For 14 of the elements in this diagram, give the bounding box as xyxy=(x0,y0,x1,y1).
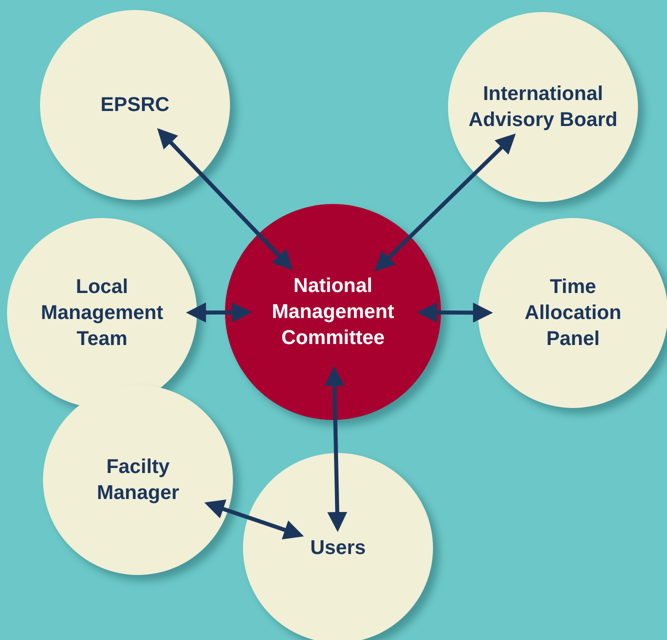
node-label: Users xyxy=(310,536,366,561)
double-arrow xyxy=(157,128,293,270)
circle-node xyxy=(243,453,433,640)
node-label: National Management Committee xyxy=(270,274,396,351)
double-arrow xyxy=(324,366,348,532)
node-label: Local Management Team xyxy=(40,275,164,352)
node-label: Time Allocation Panel xyxy=(524,275,622,352)
node-label: Facilty Manager xyxy=(96,455,180,506)
double-arrow xyxy=(417,302,493,323)
node-label: EPSRC xyxy=(100,93,170,118)
double-arrow xyxy=(374,134,516,272)
double-arrow xyxy=(204,499,304,540)
node-label: International Advisory Board xyxy=(468,82,618,133)
double-arrow xyxy=(186,302,252,323)
